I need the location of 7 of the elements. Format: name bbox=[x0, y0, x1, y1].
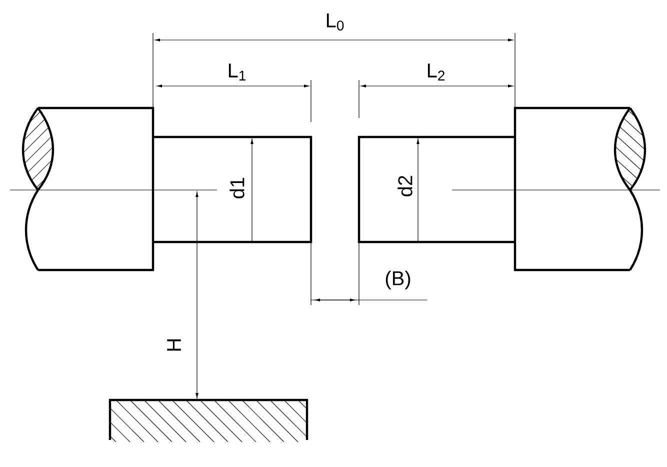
dimension-label: d1 bbox=[230, 178, 244, 198]
dimension-label: L$_{1}$ bbox=[228, 64, 246, 80]
dimension-label: L$_{2}$ bbox=[428, 64, 444, 80]
dimension-label: d2 bbox=[398, 176, 412, 196]
dimension-label: H bbox=[167, 339, 181, 351]
dimension-label: (B) bbox=[386, 270, 410, 290]
dimension-label: L$_{0}$ bbox=[326, 14, 344, 31]
